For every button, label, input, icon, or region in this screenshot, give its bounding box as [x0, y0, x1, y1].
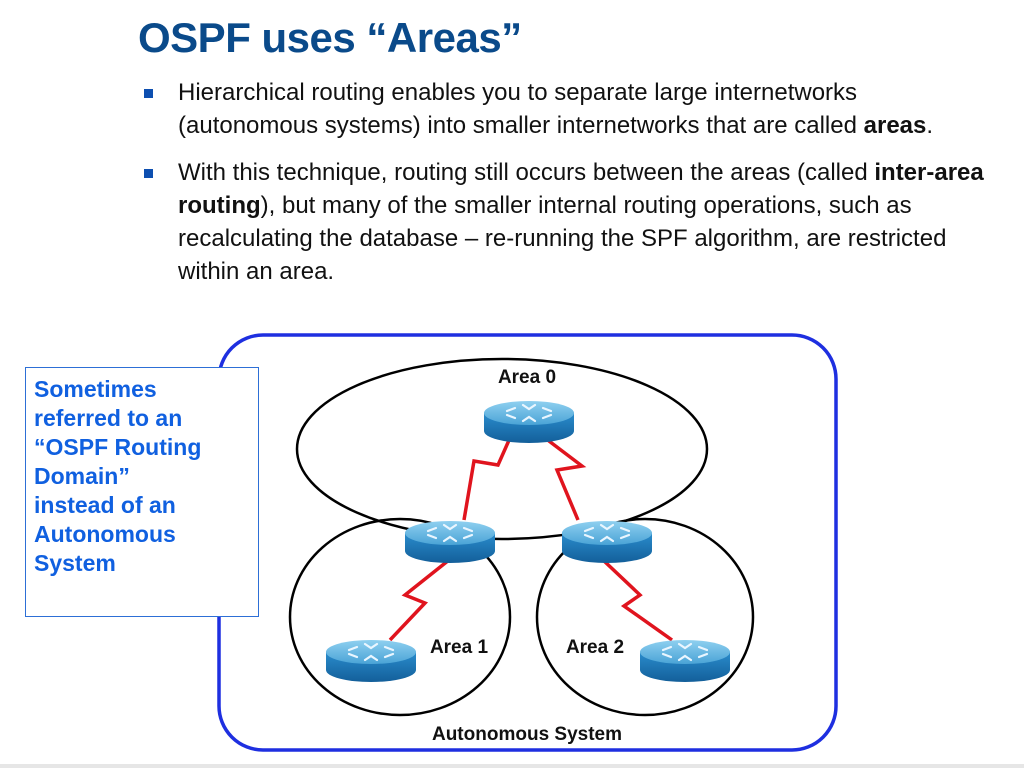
area-2-ellipse	[535, 517, 755, 717]
router-icon	[484, 401, 574, 443]
autonomous-system-border	[217, 333, 838, 752]
area-0-ellipse	[295, 357, 709, 541]
area-2-label: Area 2	[566, 637, 624, 658]
bullet-text-1: Hierarchical routing enables you to sepa…	[178, 79, 933, 139]
serial-link-area0-to-abr2	[543, 436, 587, 521]
router-icon	[326, 640, 416, 682]
area-1-ellipse	[288, 517, 512, 717]
bullet-2-seg-3: ), but many of the smaller internal rout…	[178, 192, 947, 285]
area-1-label: Area 1	[430, 637, 489, 658]
bullet-1-seg-1: Hierarchical routing enables you to sepa…	[178, 79, 864, 139]
callout-line: Sometimes	[34, 376, 157, 402]
bullet-text-2: With this technique, routing still occur…	[178, 159, 984, 285]
footer-divider	[0, 764, 1024, 768]
callout-line: referred to an	[34, 405, 183, 431]
router-icon	[562, 521, 652, 563]
serial-link-area0-to-abr1	[462, 437, 512, 521]
callout-line: Domain”	[34, 463, 130, 489]
callout-line: instead of an	[34, 492, 176, 518]
bullet-square-icon	[144, 169, 153, 178]
callout-box: Sometimes referred to an “OSPF Routing D…	[25, 367, 259, 617]
bullet-1-seg-3: .	[926, 112, 934, 139]
bullet-list: Hierarchical routing enables you to sepa…	[140, 76, 1000, 302]
autonomous-system-label: Autonomous System	[432, 724, 622, 745]
bullet-1-keyword-areas: areas	[863, 112, 927, 139]
bullet-2-keyword-inter-area-routing: inter-area routing	[178, 159, 984, 219]
bullet-square-icon	[144, 89, 153, 98]
router-icon	[640, 640, 730, 682]
bullet-item: With this technique, routing still occur…	[140, 156, 1000, 288]
bullet-item: Hierarchical routing enables you to sepa…	[140, 76, 1000, 142]
router-icon	[405, 521, 495, 563]
area-0-label: Area 0	[498, 367, 556, 388]
bullet-2-seg-1: With this technique, routing still occur…	[178, 159, 875, 186]
serial-link-abr2-to-area2-router	[601, 558, 674, 642]
serial-link-abr1-to-area1-router	[388, 558, 451, 642]
callout-line: System	[34, 550, 116, 576]
slide-title: OSPF uses “Areas”	[138, 14, 522, 61]
callout-line: “OSPF Routing	[34, 434, 202, 460]
callout-line: Autonomous	[34, 521, 176, 547]
